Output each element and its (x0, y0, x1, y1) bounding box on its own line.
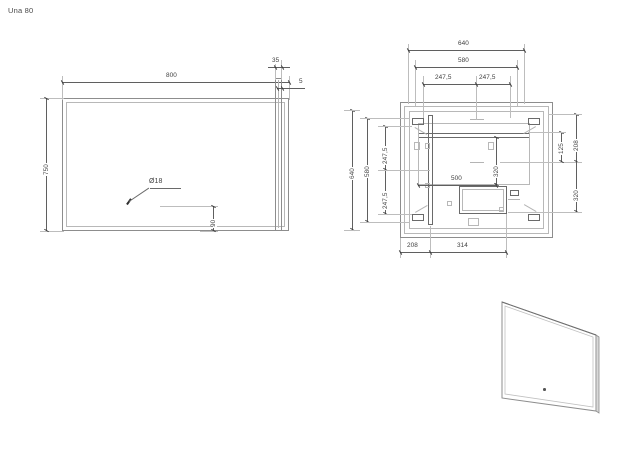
ext-line-rear-half-left (423, 76, 424, 118)
dim-line-front-width (62, 82, 289, 83)
ext-line-rear-half-mid (476, 76, 477, 120)
rail-clip-upper (425, 143, 430, 149)
ext-line-rear-right-208-bot (500, 162, 582, 163)
side-profile-top (275, 78, 282, 79)
iso-top-edge (501, 301, 597, 336)
dim-line-bottom-right (430, 252, 506, 253)
dim-rear-half-left: 247,5 (434, 74, 453, 82)
dim-bottom-right: 314 (456, 242, 469, 250)
dim-front-height: 750 (43, 163, 51, 176)
bracket-bottom-right (528, 214, 540, 221)
ext-line-rear-640-right (524, 44, 525, 104)
dim-bottom-left: 208 (406, 242, 419, 250)
ext-line-90-bottom (200, 231, 218, 232)
dim-inner-vertical: 320 (493, 165, 501, 178)
leader-shelf-sensor (150, 188, 181, 189)
side-profile-mid-line (278, 80, 279, 228)
dim-line-rear-right-upper (576, 114, 577, 162)
dim-line-inner-horizontal (418, 185, 496, 186)
dim-rear-left-outer: 640 (349, 167, 357, 180)
led-frame-rectangle (418, 123, 530, 185)
cable-lead (508, 199, 520, 200)
dim-line-side-depth (268, 67, 290, 68)
ext-line-rear-half-right (510, 76, 511, 118)
dim-rear-right-inner: 125 (558, 142, 566, 155)
side-profile-front-edge (275, 78, 276, 230)
centre-mark-mid (470, 162, 484, 163)
ext-line-rear-left-580-bot (360, 222, 410, 223)
ext-line-rear-640-left (408, 44, 409, 104)
ext-line-rear-left-640-bot (344, 230, 360, 231)
bracket-top-left (412, 118, 424, 125)
sheet-title: Una 80 (8, 6, 34, 15)
iso-mirror-edge (595, 334, 600, 414)
dim-glass-thickness: 5 (298, 78, 304, 86)
rail-clip-right (488, 142, 494, 150)
ext-line-bottom-left (400, 238, 401, 258)
front-panel-outline (62, 98, 289, 231)
ext-line-rear-left-half-top (378, 126, 412, 127)
ext-line-side-left (275, 60, 276, 80)
dim-rear-left-half-upper: 247,5 (382, 146, 390, 165)
centre-mark-top (470, 119, 484, 120)
ext-line-rear-right-125-top (528, 132, 566, 133)
dim-line-sensor-offset (213, 206, 214, 231)
dim-side-depth: 35 (271, 57, 281, 65)
dim-sensor-offset: 90 (210, 218, 218, 228)
dim-rear-right-upper: 208 (573, 139, 581, 152)
dim-sensor-diameter: Ø18 (148, 178, 164, 185)
dim-line-rear-half-right (476, 84, 510, 85)
iso-mirror-bevel (504, 305, 594, 408)
ext-line-front-left (62, 76, 63, 100)
ext-line-rear-580-left (415, 60, 416, 106)
ext-line-rear-left-580-top (360, 118, 410, 119)
ext-line-rear-right-208-top (548, 114, 582, 115)
ext-line-side-right (281, 60, 282, 80)
bracket-top-right (528, 118, 540, 125)
dim-line-rear-half-left (423, 84, 476, 85)
dim-rear-left-inner: 580 (364, 165, 372, 178)
dim-rear-left-half-lower: 247,5 (382, 191, 390, 210)
side-profile-bottom (275, 230, 282, 231)
ext-line-bottom-right (506, 214, 507, 258)
ext-line-front-top (40, 98, 64, 99)
ext-line-bottom-mid (430, 226, 431, 258)
dim-line-rear-top-outer (408, 50, 524, 51)
side-profile-back-edge (281, 78, 282, 230)
bracket-bottom-left (412, 214, 424, 221)
fixing-small-right (499, 207, 504, 212)
ext-line-front-bottom (40, 231, 64, 232)
ext-line-rear-left-half-mid (378, 170, 430, 171)
ext-line-sensor-level (160, 206, 218, 207)
front-panel-bevel (66, 102, 285, 227)
dim-line-inner-vertical (496, 137, 497, 185)
dim-line-glass-thickness (277, 88, 305, 89)
ext-line-rear-left-half-bot (378, 214, 412, 215)
dim-rear-top-inner: 580 (457, 57, 470, 65)
ext-line-rear-right-320-bot (508, 212, 582, 213)
iso-sensor-dot (543, 388, 546, 391)
dim-inner-horizontal: 500 (450, 175, 463, 183)
dim-line-bottom-left (400, 252, 430, 253)
ext-line-rear-580-right (517, 60, 518, 106)
driver-box-inner (462, 189, 504, 211)
isometric-mirror-svg (501, 301, 600, 414)
cable-connector (510, 190, 519, 196)
ext-line-90-top (200, 206, 218, 207)
dim-rear-top-outer: 640 (457, 40, 470, 48)
rail-clip-left (414, 142, 420, 150)
dim-front-width: 800 (165, 72, 178, 80)
fixing-plate-bottom (468, 218, 479, 226)
dim-rear-right-lower: 320 (573, 189, 581, 202)
ext-line-rear-left-640-top (344, 110, 360, 111)
fixing-small-left (447, 201, 452, 206)
dim-line-rear-top-inner (415, 67, 517, 68)
dim-rear-half-right: 247,5 (478, 74, 497, 82)
dim-line-rear-right-lower (576, 162, 577, 212)
